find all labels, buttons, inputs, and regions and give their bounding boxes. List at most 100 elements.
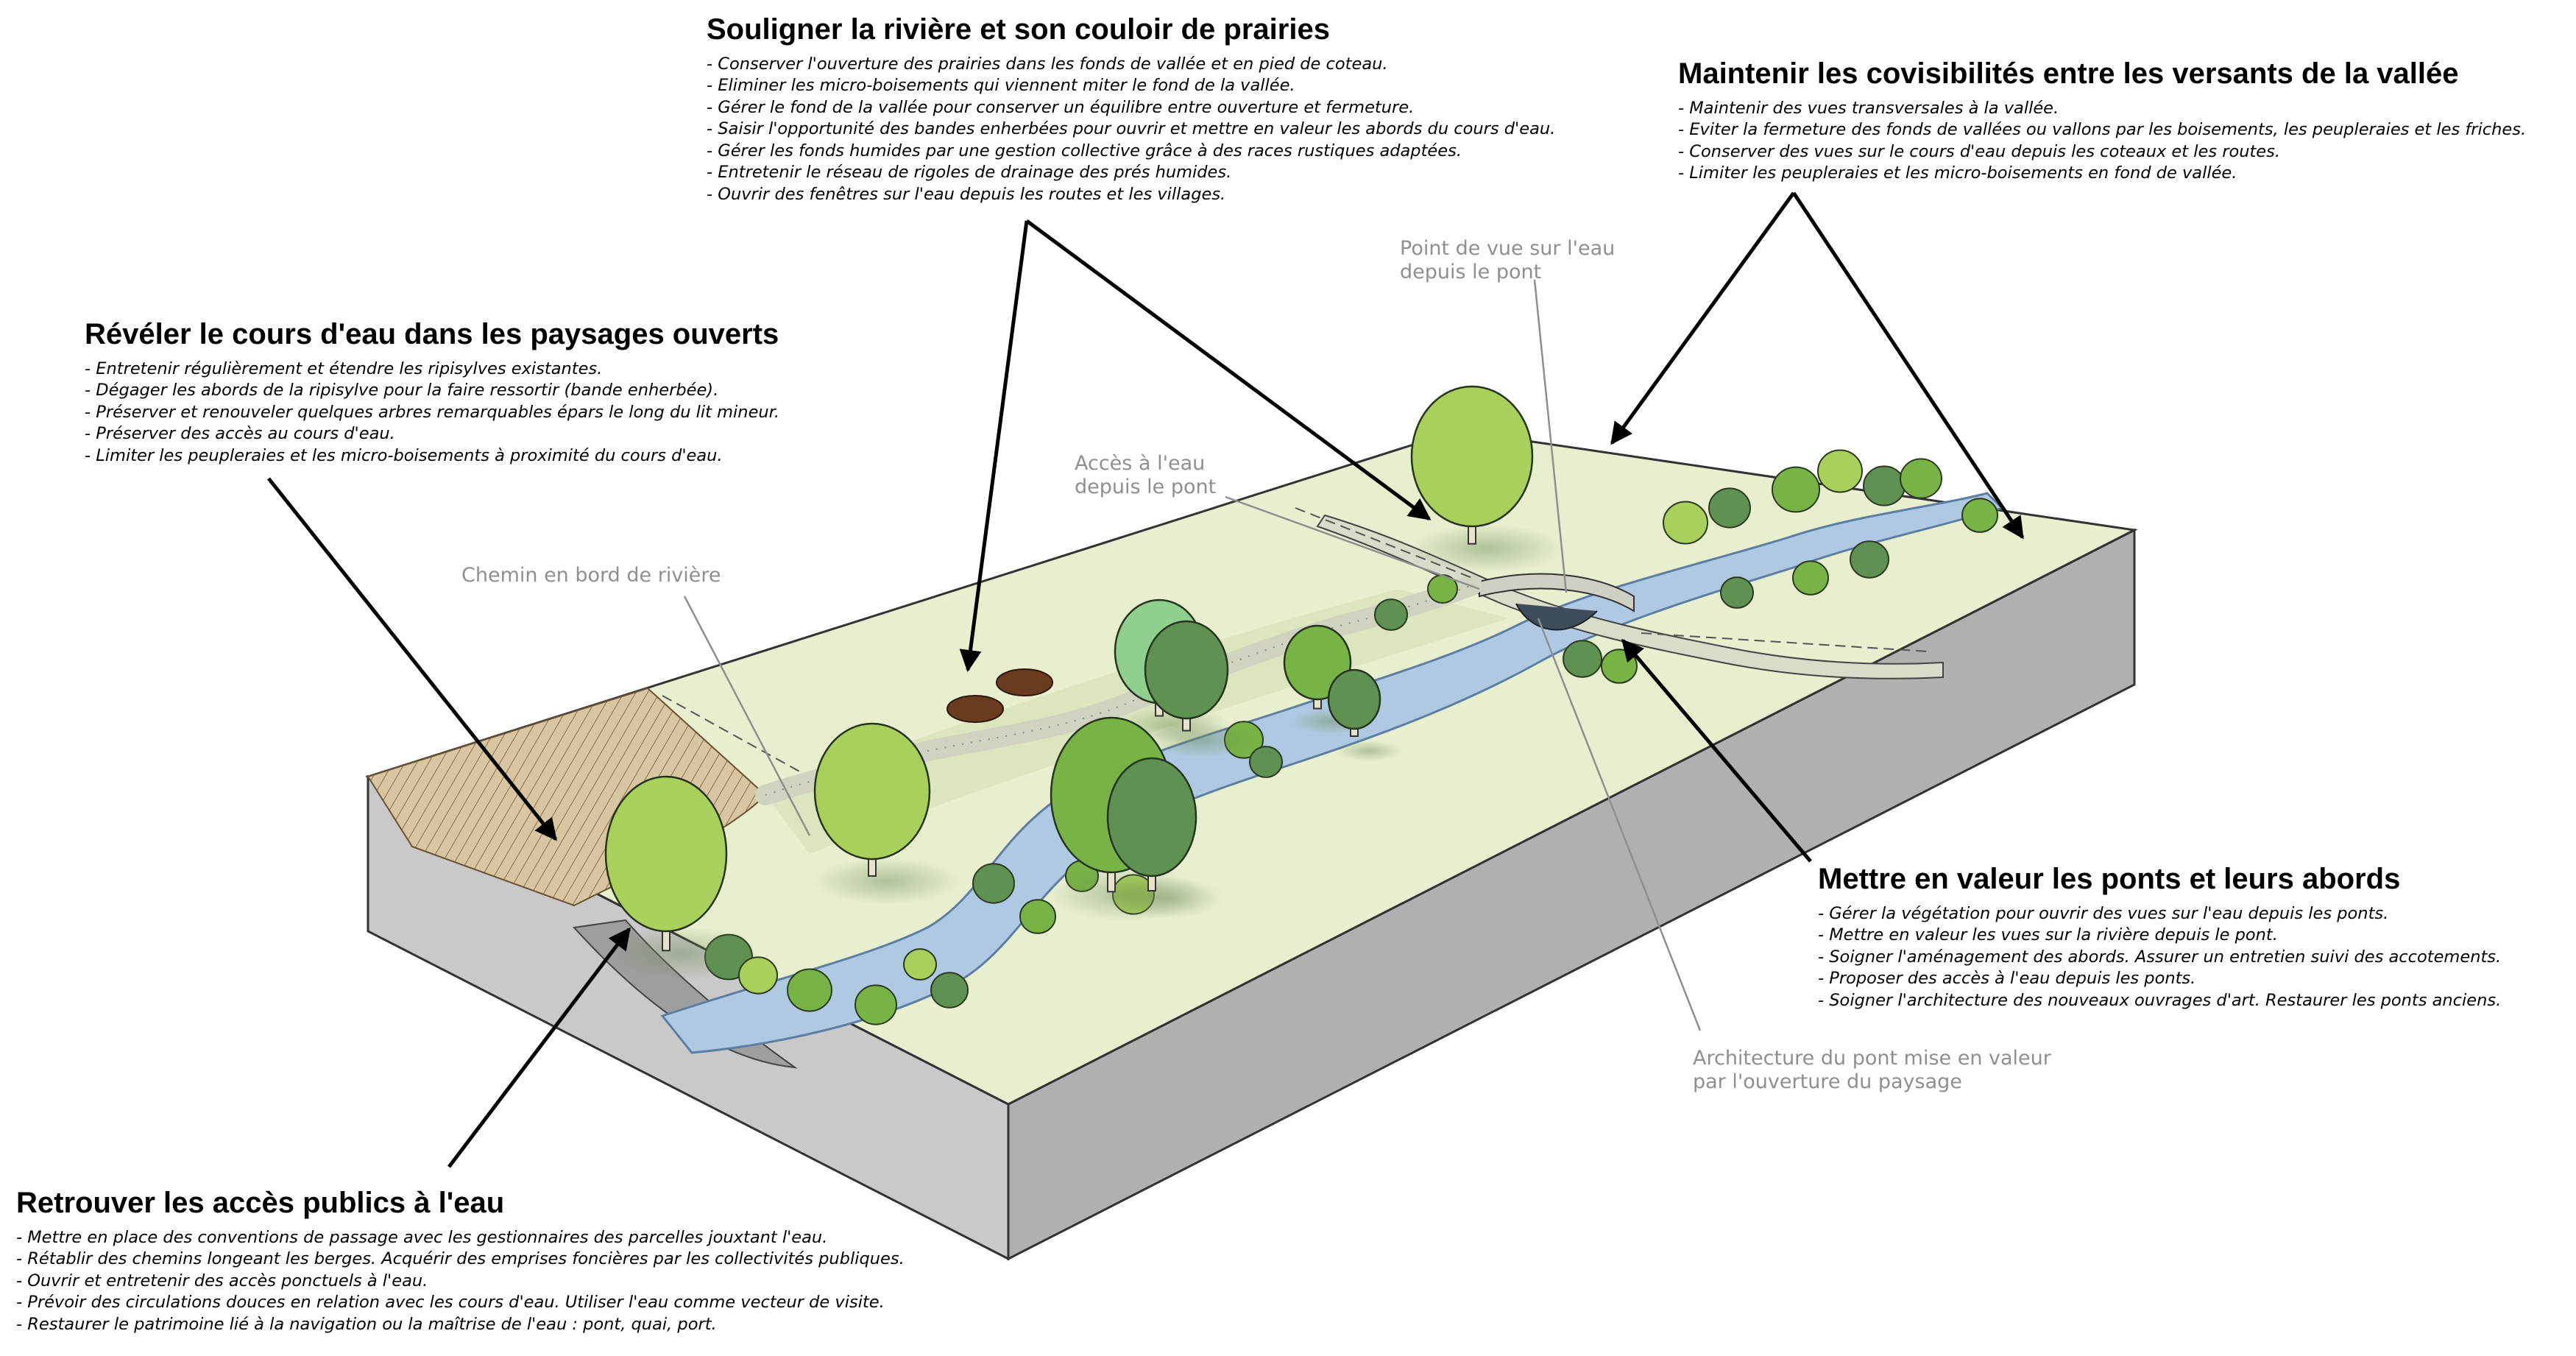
arrow-covis-left	[1610, 191, 1796, 445]
note-point-de-vue: Point de vue sur l'eau depuis le pont	[1400, 237, 1615, 284]
shrub	[1720, 576, 1754, 609]
list-item: - Saisir l'opportunité des bandes enherb…	[707, 119, 1556, 139]
cow	[946, 695, 1004, 723]
shrub	[1792, 560, 1829, 596]
shrub	[1563, 640, 1602, 678]
note-line: Accès à l'eau	[1075, 452, 1206, 475]
shrub	[854, 984, 897, 1025]
block-title: Mettre en valeur les ponts et leurs abor…	[1818, 863, 2401, 895]
shrub	[930, 972, 969, 1009]
list-item: - Conserver des vues sur le cours d'eau …	[1678, 141, 2281, 161]
list-item: - Proposer des accès à l'eau depuis les …	[1818, 969, 2196, 989]
list-item: - Conserver l'ouverture des prairies dan…	[707, 54, 1388, 74]
leader-architecture	[1537, 618, 1702, 1031]
annotation-leaders	[683, 279, 1702, 1031]
list-item: - Entretenir régulièrement et étendre le…	[85, 359, 603, 378]
shrub	[1708, 487, 1751, 529]
shrub	[1374, 598, 1408, 631]
list-item: - Dégager les abords de la ripisylve pou…	[85, 381, 719, 400]
tree-canopy	[1327, 668, 1381, 730]
list-item: - Mettre en valeur les vues sur la riviè…	[1818, 925, 2278, 945]
block-acces: Retrouver les accès publics à l'eau - Me…	[16, 1187, 905, 1335]
block-list: - Maintenir des vues transversales à la …	[1678, 98, 2526, 185]
list-item: - Limiter les peupleraies et les micro-b…	[1678, 163, 2237, 183]
arrow-prairies-left	[959, 220, 1029, 672]
list-item: - Entretenir le réseau de rigoles de dra…	[707, 163, 1232, 183]
tree-shadow	[1147, 723, 1255, 758]
note-line: Architecture du pont mise en valeur	[1693, 1047, 2051, 1070]
list-item: - Soigner l'architecture des nouveaux ou…	[1818, 990, 2502, 1010]
block-list: - Conserver l'ouverture des prairies dan…	[707, 54, 1555, 206]
leader-acces-pont	[1225, 495, 1480, 590]
block-title: Souligner la rivière et son couloir de p…	[707, 13, 1330, 46]
note-line: depuis le pont	[1400, 261, 1542, 283]
list-item: - Eviter la fermeture des fonds de vallé…	[1678, 120, 2527, 140]
tree-canopy	[604, 775, 728, 933]
shrub	[1601, 649, 1638, 684]
note-architecture: Architecture du pont mise en valeur par …	[1693, 1047, 2051, 1094]
block-title: Retrouver les accès publics à l'eau	[16, 1187, 505, 1219]
list-item: - Gérer la végétation pour ouvrir des vu…	[1818, 903, 2389, 923]
block-list: - Entretenir régulièrement et étendre le…	[85, 359, 779, 467]
arrow-ponts	[1621, 638, 1812, 863]
tree-canopy	[1106, 757, 1197, 877]
block-ponts: Mettre en valeur les ponts et leurs abor…	[1818, 863, 2501, 1011]
block-list: - Gérer la végétation pour ouvrir des vu…	[1818, 903, 2501, 1012]
arrow-reveler	[267, 477, 557, 841]
list-item: - Ouvrir des fenêtres sur l'eau depuis l…	[707, 184, 1226, 204]
list-item: - Préserver et renouveler quelques arbre…	[85, 402, 780, 422]
shrub	[1817, 449, 1863, 493]
note-acces-pont: Accès à l'eau depuis le pont	[1075, 452, 1216, 499]
tree-canopy	[1144, 620, 1229, 720]
note-chemin: Chemin en bord de rivière	[461, 564, 721, 587]
shrub	[1019, 899, 1056, 934]
shrub	[972, 863, 1015, 904]
cow	[996, 668, 1053, 696]
tree-shadow	[812, 857, 962, 905]
tree-canopy	[813, 722, 931, 861]
block-reveler: Révéler le cours d'eau dans les paysages…	[85, 318, 779, 467]
arrows	[267, 191, 2025, 1168]
shrub	[1249, 746, 1283, 778]
list-item: - Maintenir des vues transversales à la …	[1678, 98, 2059, 118]
shrub	[1663, 501, 1708, 545]
arrow-prairies-right	[1025, 219, 1432, 521]
note-line: Chemin en bord de rivière	[461, 564, 721, 587]
shrub	[1850, 540, 1889, 579]
vegetation	[602, 385, 1998, 1025]
tree-shadow	[1109, 877, 1224, 919]
tree-shadow	[602, 926, 760, 981]
block-list: - Mettre en place des conventions de pas…	[16, 1227, 905, 1336]
shrub	[787, 968, 832, 1012]
list-item: - Restaurer le patrimoine lié à la navig…	[16, 1314, 717, 1334]
note-line: par l'ouverture du paysage	[1693, 1070, 1962, 1093]
list-item: - Rétablir des chemins longeant les berg…	[16, 1249, 905, 1269]
note-line: Point de vue sur l'eau	[1400, 237, 1616, 260]
block-title: Révéler le cours d'eau dans les paysages…	[85, 318, 779, 350]
list-item: - Gérer le fond de la vallée pour conser…	[707, 97, 1415, 117]
arrow-acces	[447, 927, 631, 1168]
list-item: - Préserver des accès au cours d'eau.	[85, 424, 395, 444]
shrub	[1900, 458, 1942, 499]
tree-shadow	[1335, 741, 1403, 761]
block-prairies: Souligner la rivière et son couloir de p…	[707, 13, 1555, 205]
leader-chemin	[683, 596, 811, 836]
list-item: - Eliminer les micro-boisements qui vien…	[707, 76, 1295, 96]
tree-canopy	[1410, 385, 1534, 528]
shrub	[1961, 498, 1998, 533]
note-line: depuis le pont	[1075, 476, 1217, 498]
leader-point-de-vue	[1533, 279, 1568, 593]
tree-shadow	[1408, 523, 1565, 573]
block-title: Maintenir les covisibilités entre les ve…	[1678, 57, 2459, 90]
list-item: - Gérer les fonds humides par une gestio…	[707, 141, 1462, 160]
block-covisibilites: Maintenir les covisibilités entre les ve…	[1678, 57, 2526, 185]
list-item: - Mettre en place des conventions de pas…	[16, 1227, 828, 1247]
shrub	[1772, 466, 1820, 513]
fence	[662, 507, 1929, 774]
bridge-arch	[1515, 603, 1598, 631]
list-item: - Soigner l'aménagement des abords. Assu…	[1818, 947, 2502, 967]
list-item: - Prévoir des circulations douces en rel…	[16, 1293, 885, 1313]
shrub	[1863, 465, 1906, 506]
